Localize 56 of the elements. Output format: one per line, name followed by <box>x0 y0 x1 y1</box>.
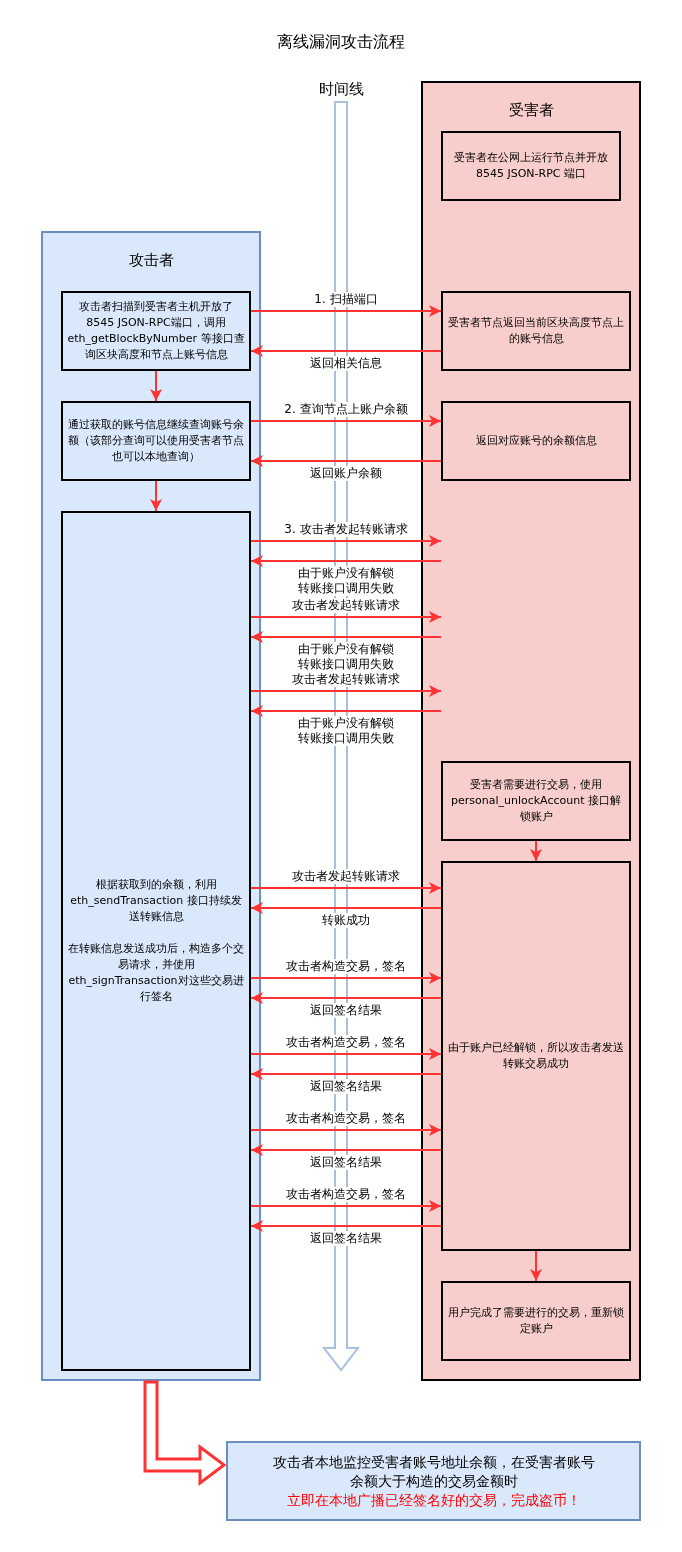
diagram-title: 离线漏洞攻击流程 <box>276 32 406 53</box>
step-text: 受害者需要进行交易，使用personal_unlockAccount 接口解锁账户 <box>449 777 623 825</box>
arrow <box>530 1250 542 1282</box>
step-text: 根据获取到的余额，利用 eth_sendTransaction 接口持续发送转账信息 <box>69 877 243 925</box>
arrow <box>250 1048 442 1060</box>
arrow <box>250 555 442 567</box>
arrow <box>250 1068 442 1080</box>
arrow <box>250 455 442 467</box>
edge-label: 由于账户没有解锁转账接口调用失败 <box>296 642 396 672</box>
step-text: 攻击者本地监控受害者账号地址余额，在受害者账号余额大于构造的交易金额时 <box>271 1452 596 1491</box>
process-box <box>61 291 251 371</box>
swimlane <box>41 231 261 1381</box>
arrow <box>250 1124 442 1136</box>
note-box <box>226 1441 641 1521</box>
arrow <box>250 1220 442 1232</box>
hollow-arrow <box>143 1380 227 1486</box>
swimlane <box>421 81 641 1381</box>
step-text: 由于账户已经解锁，所以攻击者发送转账交易成功 <box>447 1040 625 1072</box>
step-text: 立即在本地广播已经签名好的交易，完成盗币！ <box>286 1490 581 1510</box>
arrow <box>250 305 442 317</box>
arrow <box>150 480 162 512</box>
edge-label: 由于账户没有解锁转账接口调用失败 <box>296 566 396 596</box>
arrow <box>530 840 542 862</box>
step-text: 在转账信息发送成功后，构造多个交易请求，并使用eth_signTransaction对这些交易进行签名 <box>67 941 245 1005</box>
arrow <box>250 1144 442 1156</box>
step-text: 用户完成了需要进行的交易，重新锁定账户 <box>447 1305 625 1337</box>
timeline-label: 时间线 <box>317 80 365 99</box>
process-box <box>441 131 621 201</box>
process-box <box>441 861 631 1251</box>
process-box <box>441 291 631 371</box>
arrow <box>250 415 442 427</box>
process-box <box>441 1281 631 1361</box>
arrow <box>250 882 442 894</box>
step-text: 通过获取的账号信息继续查询账号余额（该部分查询可以使用受害者节点也可以本地查询） <box>67 417 245 465</box>
arrow <box>150 370 162 402</box>
arrow <box>250 631 442 643</box>
step-text: 受害者在公网上运行节点并开放8545 JSON-RPC 端口 <box>453 150 609 182</box>
process-box <box>441 401 631 481</box>
step-text: 返回对应账号的余额信息 <box>475 433 597 449</box>
arrow <box>250 992 442 1004</box>
process-box <box>61 511 251 1371</box>
process-box <box>61 401 251 481</box>
edge-label: 由于账户没有解锁转账接口调用失败 <box>296 716 396 746</box>
arrow <box>250 685 442 697</box>
arrow <box>250 535 442 547</box>
arrow <box>250 345 442 357</box>
arrow <box>250 611 442 623</box>
arrow <box>250 902 442 914</box>
arrow <box>250 972 442 984</box>
lane-title: 受害者 <box>507 101 555 120</box>
process-box <box>441 761 631 841</box>
arrow <box>250 1200 442 1212</box>
arrow <box>250 705 442 717</box>
lane-title: 攻击者 <box>127 251 175 270</box>
step-text: 受害者节点返回当前区块高度节点上的账号信息 <box>447 315 625 347</box>
step-text: 攻击者扫描到受害者主机开放了8545 JSON-RPC端口，调用 eth_getBlockByNumber 等接口查询区块高度和节点上账号信息 <box>66 299 246 363</box>
